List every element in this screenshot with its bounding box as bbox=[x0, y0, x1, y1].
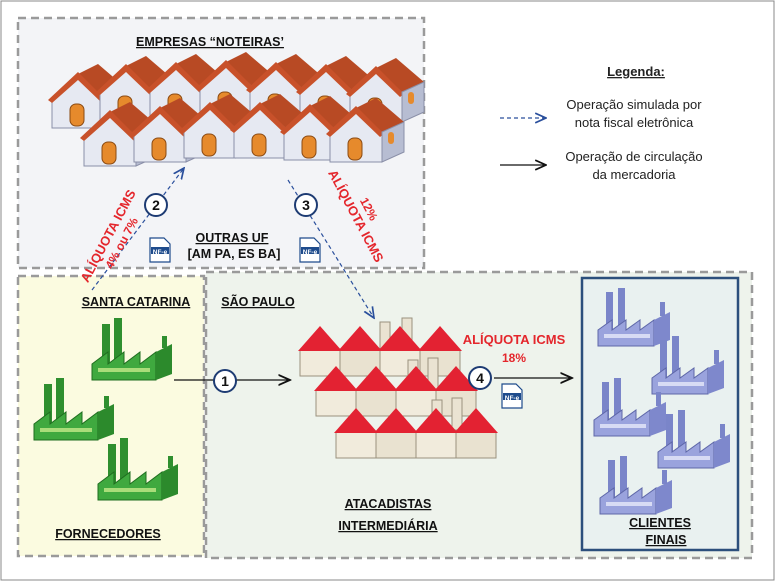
legend-solid-line2: da mercadoria bbox=[592, 167, 676, 182]
nfe-doc-4: NF-e bbox=[501, 383, 523, 409]
atacadistas-label: ATACADISTAS bbox=[345, 497, 432, 511]
svg-text:1: 1 bbox=[221, 373, 229, 389]
step-3-badge: 3 bbox=[294, 193, 318, 217]
svg-text:NF-e: NF-e bbox=[505, 395, 520, 402]
svg-text:NF-e: NF-e bbox=[153, 249, 168, 256]
svg-text:NF-e: NF-e bbox=[303, 249, 318, 256]
fornecedores-label: FORNECEDORES bbox=[55, 527, 161, 541]
nfe-doc-2: NF-e bbox=[149, 237, 171, 263]
clientes-label: CLIENTES bbox=[629, 516, 691, 530]
legend-dashed-line2: nota fiscal eletrônica bbox=[575, 115, 694, 130]
santa-catarina-label: SANTA CATARINA bbox=[82, 295, 191, 309]
svg-text:3: 3 bbox=[302, 197, 310, 213]
step-4-badge: 4 bbox=[468, 366, 492, 390]
outras-uf-states: [AM PA, ES BA] bbox=[188, 247, 281, 261]
step-1-badge: 1 bbox=[213, 369, 237, 393]
aliquota-4-title: ALÍQUOTA ICMS bbox=[463, 332, 566, 347]
sao-paulo-label: SÃO PAULO bbox=[221, 294, 295, 309]
arrow-to-atacadistas bbox=[287, 179, 374, 318]
intermediaria-label: INTERMEDIÁRIA bbox=[338, 518, 437, 533]
arrow-to-noteiras bbox=[91, 168, 184, 291]
noteiras-title: EMPRESAS “NOTEIRAS’ bbox=[136, 35, 284, 49]
nfe-doc-3: NF-e bbox=[299, 237, 321, 263]
legend-solid-line1: Operação de circulação bbox=[565, 149, 702, 164]
svg-text:4: 4 bbox=[476, 370, 484, 386]
atacadistas-buildings bbox=[297, 317, 499, 459]
finais-label: FINAIS bbox=[646, 533, 687, 547]
aliquota-4-value: 18% bbox=[502, 351, 526, 365]
step-2-badge: 2 bbox=[144, 193, 168, 217]
svg-text:2: 2 bbox=[152, 197, 160, 213]
legend-title: Legenda: bbox=[607, 64, 665, 79]
legend-dashed-line1: Operação simulada por bbox=[566, 97, 702, 112]
outras-uf-label: OUTRAS UF bbox=[196, 231, 269, 245]
